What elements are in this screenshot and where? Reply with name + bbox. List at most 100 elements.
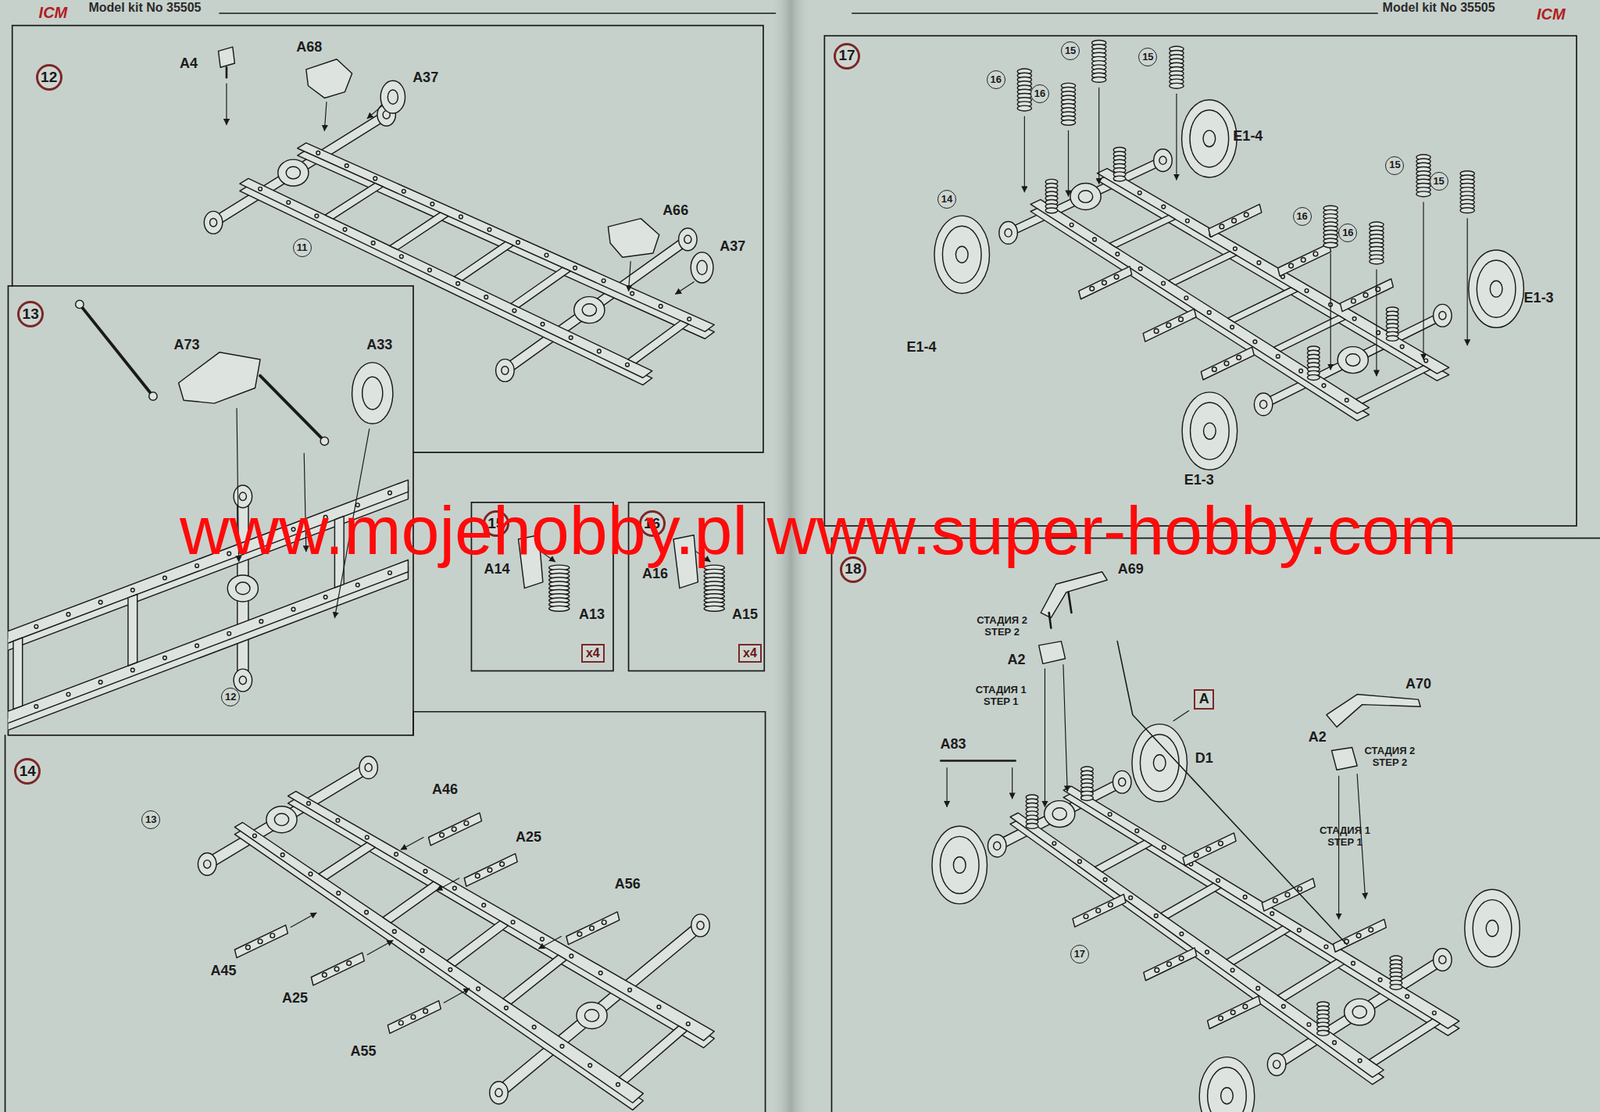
- wheel-hub: [1433, 303, 1453, 327]
- part-number: E1-3: [1184, 471, 1215, 489]
- coil-spring: [1092, 77, 1107, 83]
- bracket-plate: [1278, 243, 1332, 277]
- bolt-hole: [1272, 898, 1278, 904]
- rail-hole: [1321, 383, 1326, 388]
- rail-hole: [280, 853, 285, 858]
- wheel-hub: [691, 914, 711, 937]
- stage-note: СТАДИЯ 2 STEP 2: [1358, 745, 1422, 769]
- rail-hole: [388, 571, 393, 575]
- coil-spring: [1389, 984, 1403, 990]
- rail-hole: [163, 575, 168, 580]
- bolt-hole: [1166, 322, 1172, 328]
- node-text: A: [1199, 691, 1210, 708]
- rail-hole: [516, 240, 521, 245]
- rail-hole: [596, 349, 601, 354]
- part-number: A2: [1308, 728, 1327, 746]
- ball-joint: [149, 392, 158, 400]
- rail-hole: [1230, 325, 1235, 329]
- part-a33: [352, 362, 393, 424]
- bracket-plate: [1078, 266, 1133, 300]
- frame-rail: [1063, 785, 1460, 1029]
- hub-center: [203, 860, 211, 868]
- rail-hole: [1270, 911, 1275, 916]
- bolt-hole: [334, 966, 340, 972]
- hub-center: [1004, 228, 1012, 237]
- reference-number: 15: [1429, 171, 1449, 191]
- leader-arrow: [1063, 664, 1068, 792]
- part-a37: [380, 80, 405, 114]
- frame-rail-side: [288, 798, 715, 1048]
- leader-arrow: [1422, 202, 1424, 360]
- rail-hole: [658, 304, 663, 309]
- rail-hole: [560, 1043, 565, 1048]
- hub-center: [364, 763, 372, 772]
- leader-arrow: [1024, 116, 1025, 193]
- rail-hole: [130, 667, 135, 672]
- part-number: D1: [1195, 750, 1214, 767]
- bolt-hole: [1356, 932, 1361, 938]
- bracket-plate: [1339, 278, 1393, 312]
- rail-hole: [1299, 368, 1304, 373]
- tie-rod: [260, 375, 325, 442]
- bolt-hole: [1230, 1010, 1236, 1015]
- rail-hole: [388, 490, 393, 495]
- wheel-hub: [1221, 1087, 1234, 1104]
- wheel-hub: [953, 856, 966, 873]
- part-number: A73: [174, 336, 200, 354]
- road-wheel: [1199, 1057, 1255, 1112]
- rail-hole: [487, 227, 492, 232]
- rail-hole: [1324, 944, 1329, 949]
- rail-hole: [1161, 281, 1166, 286]
- coil-spring: [1369, 258, 1384, 265]
- bolt-hole: [1232, 218, 1237, 224]
- rail-hole: [687, 317, 692, 322]
- coil-spring: [1323, 242, 1338, 248]
- cross-member: [446, 920, 508, 966]
- bolt-hole: [1211, 367, 1217, 372]
- header-rule: [219, 12, 776, 14]
- hub-center: [239, 675, 247, 684]
- ball-joint: [75, 300, 84, 308]
- rail-hole: [685, 1021, 690, 1026]
- bolt-hole: [487, 867, 493, 872]
- rail-hole: [476, 986, 481, 991]
- leader-arrow: [1098, 87, 1100, 184]
- rail-hole: [323, 595, 328, 600]
- differential-cover: [1346, 353, 1361, 367]
- reference-number: 15: [1385, 156, 1404, 175]
- leader-arrow: [539, 935, 562, 949]
- bolt-hole: [439, 832, 445, 838]
- cross-member: [454, 241, 515, 281]
- brand-logo: ICM: [1536, 5, 1566, 24]
- leader-arrow: [1175, 93, 1177, 180]
- road-wheel: [1464, 889, 1521, 967]
- bolt-hole: [410, 1014, 416, 1020]
- axle-beam: [202, 764, 374, 868]
- part-a2: [1331, 747, 1358, 771]
- road-wheel: [1182, 392, 1238, 470]
- bolt-hole: [601, 919, 607, 925]
- cross-member: [1277, 959, 1344, 1001]
- bolt-hole: [464, 821, 469, 826]
- stage-note: СТАДИЯ 1 STEP 1: [1313, 825, 1376, 849]
- bolt-hole: [346, 960, 352, 966]
- leader-arrow: [628, 261, 632, 292]
- cross-member: [503, 954, 567, 1004]
- wheel-hub: [1112, 770, 1132, 793]
- rail-hole: [1128, 895, 1133, 900]
- reference-number: 14: [937, 189, 957, 209]
- ball-joint: [320, 436, 329, 445]
- rail-hole: [657, 1004, 661, 1009]
- part-d1-wire: [1117, 641, 1347, 945]
- rail-hole: [1078, 859, 1083, 864]
- road-wheel: [932, 825, 988, 904]
- rail-hole: [1424, 358, 1429, 363]
- node-text: 14: [19, 763, 36, 780]
- cross-member: [1356, 365, 1431, 404]
- node-text: x4: [742, 646, 758, 661]
- part-number: A16: [642, 565, 668, 583]
- bracket-plate: [1072, 893, 1126, 927]
- differential: [227, 575, 258, 602]
- bolt-hole: [1108, 902, 1114, 908]
- rail-hole: [1092, 237, 1097, 242]
